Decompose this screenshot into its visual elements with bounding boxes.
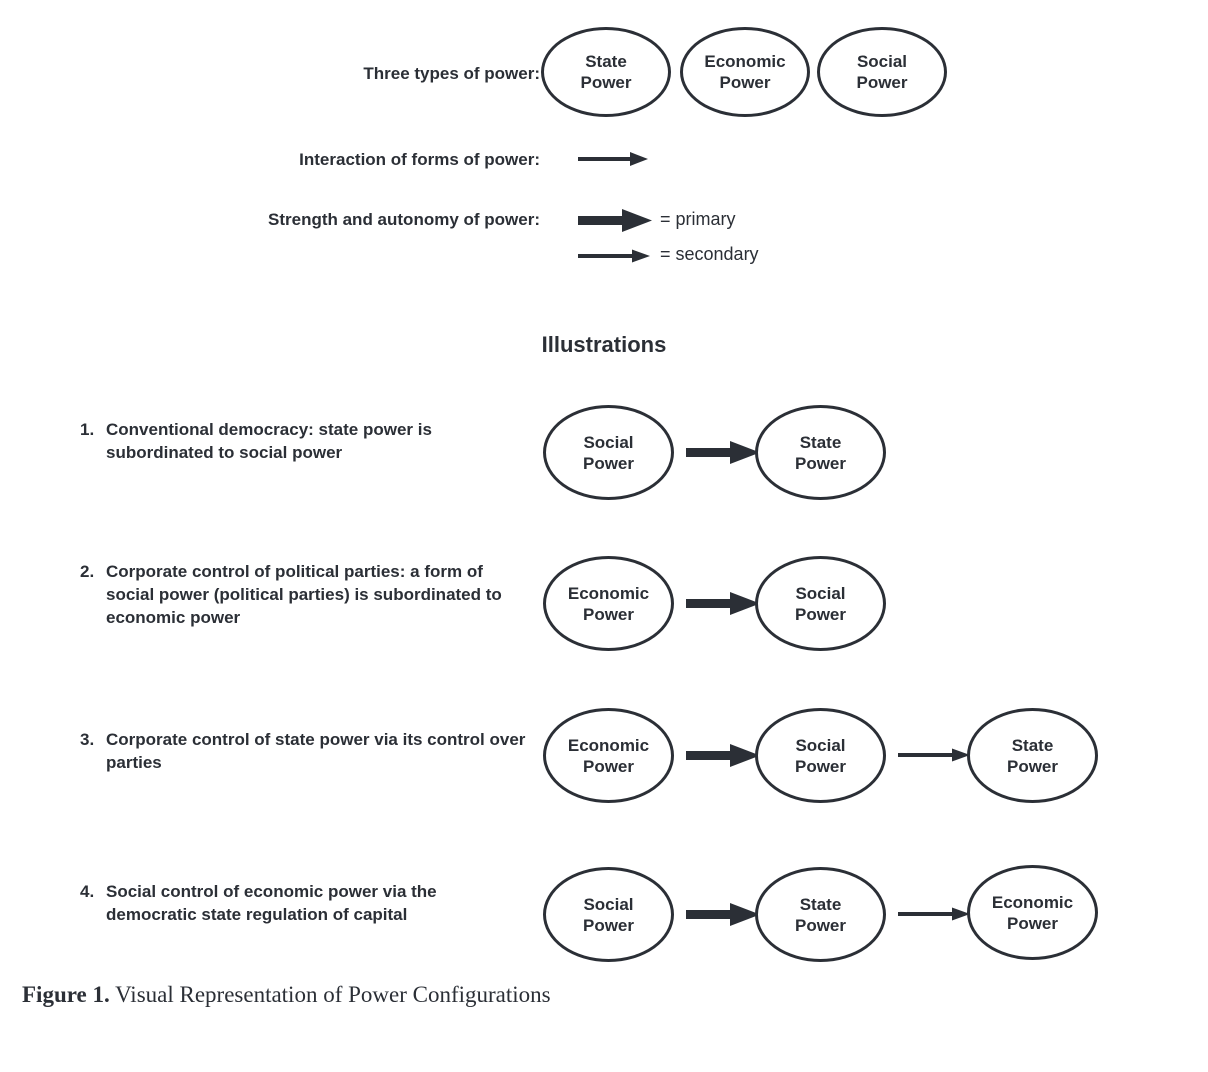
oval-line-2: Power (582, 453, 635, 473)
legend-label-interaction: Interaction of forms of power: (299, 150, 540, 169)
oval-line-1: State (799, 432, 842, 452)
legend-secondary-arrow-icon (578, 245, 654, 272)
figure-caption-text: Visual Representation of Power Configura… (109, 982, 551, 1007)
legend-label-strength: Strength and autonomy of power: (268, 210, 540, 229)
item-number: 1. (80, 420, 95, 439)
illustration-item-4: 4. Social control of economic power via … (80, 880, 530, 926)
oval-line-2: Power (580, 73, 632, 92)
item3-oval-economic-power: Economic Power (543, 708, 674, 803)
legend-primary-label: = primary (660, 209, 736, 229)
item-number: 2. (80, 562, 95, 581)
item-number: 3. (80, 730, 95, 749)
oval-line-1: State (585, 52, 627, 71)
illustration-item-2: 2. Corporate control of political partie… (80, 560, 530, 629)
oval-line-1: Social (795, 735, 846, 755)
illustration-item-3: 3. Corporate control of state power via … (80, 728, 530, 774)
oval-line-1: Economic (567, 583, 650, 603)
oval-line-1: State (799, 894, 842, 914)
oval-line-1: Social (583, 432, 634, 452)
illustration-item-1: 1. Conventional democracy: state power i… (80, 418, 530, 464)
legend-interaction-arrow-icon (578, 148, 650, 175)
oval-line-2: Power (582, 604, 635, 624)
item1-primary-arrow-icon (686, 438, 762, 471)
item-text: Conventional democracy: state power is s… (106, 420, 432, 462)
oval-line-2: Power (719, 73, 771, 92)
oval-line-1: Economic (991, 892, 1074, 912)
legend-oval-social-power: Social Power (817, 27, 947, 117)
item4-secondary-arrow-icon (898, 903, 974, 930)
oval-line-1: Social (856, 52, 908, 71)
item-text: Corporate control of state power via its… (106, 730, 526, 772)
item2-primary-arrow-icon (686, 589, 762, 622)
oval-line-1: Social (583, 894, 634, 914)
oval-line-2: Power (582, 915, 635, 935)
legend-oval-state-power: State Power (541, 27, 671, 117)
item-number: 4. (80, 882, 95, 901)
oval-line-2: Power (794, 453, 847, 473)
oval-line-2: Power (794, 604, 847, 624)
item4-oval-state-power: State Power (755, 867, 886, 962)
item3-oval-state-power: State Power (967, 708, 1098, 803)
item-text: Corporate control of political parties: … (106, 562, 502, 627)
oval-line-2: Power (856, 73, 908, 92)
item4-oval-social-power: Social Power (543, 867, 674, 962)
figure-caption: Figure 1. Visual Representation of Power… (22, 982, 551, 1008)
oval-line-1: Economic (704, 52, 786, 71)
item1-oval-social-power: Social Power (543, 405, 674, 500)
item4-primary-arrow-icon (686, 900, 762, 933)
oval-line-2: Power (1006, 756, 1059, 776)
figure-caption-label: Figure 1. (22, 982, 110, 1007)
item2-oval-economic-power: Economic Power (543, 556, 674, 651)
item3-secondary-arrow-icon (898, 744, 974, 771)
item3-oval-social-power: Social Power (755, 708, 886, 803)
oval-line-2: Power (794, 915, 847, 935)
oval-line-1: State (1011, 735, 1054, 755)
item1-oval-state-power: State Power (755, 405, 886, 500)
legend-oval-economic-power: Economic Power (680, 27, 810, 117)
legend-label-three-types: Three types of power: (363, 64, 540, 83)
oval-line-1: Economic (567, 735, 650, 755)
item4-oval-economic-power: Economic Power (967, 865, 1098, 960)
oval-line-2: Power (582, 756, 635, 776)
legend-secondary-label: = secondary (660, 244, 759, 264)
item3-primary-arrow-icon (686, 741, 762, 774)
oval-line-1: Social (795, 583, 846, 603)
illustrations-heading: Illustrations (541, 332, 667, 357)
item-text: Social control of economic power via the… (106, 882, 437, 924)
item2-oval-social-power: Social Power (755, 556, 886, 651)
oval-line-2: Power (794, 756, 847, 776)
oval-line-2: Power (1006, 913, 1059, 933)
legend-primary-arrow-icon (578, 206, 654, 239)
